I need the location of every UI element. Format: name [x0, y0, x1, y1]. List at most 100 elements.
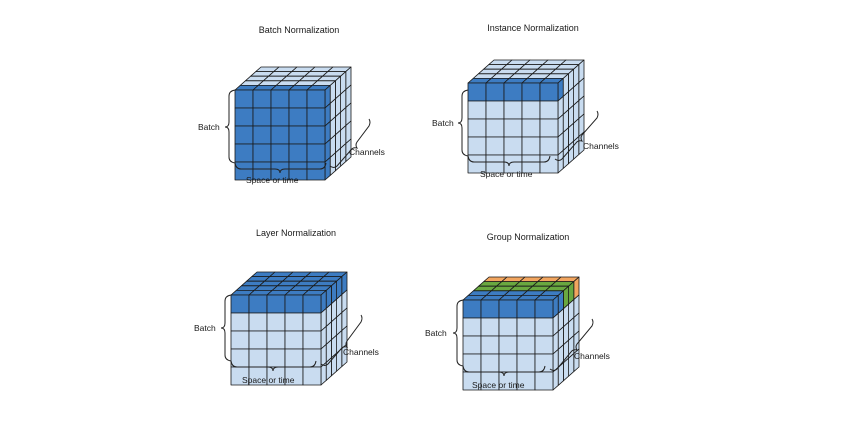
front-face-cell: [539, 118, 559, 138]
front-face-cell: [230, 330, 250, 350]
front-face-cell: [266, 330, 286, 350]
front-face-cell: [306, 161, 326, 181]
front-face-cell: [252, 89, 272, 109]
front-face-cell: [467, 82, 487, 102]
front-face-cell: [516, 299, 536, 319]
front-face-cell: [306, 89, 326, 109]
front-face-cell: [503, 118, 523, 138]
front-face-cell: [284, 330, 304, 350]
front-face-cell: [230, 312, 250, 332]
front-face-cell: [270, 89, 290, 109]
side-face-cell: [573, 136, 580, 160]
side-face-cell: [334, 147, 342, 172]
channels-label: Channels: [349, 147, 385, 157]
front-face-cell: [306, 107, 326, 127]
space-brace: [230, 360, 317, 372]
front-face-cell: [498, 299, 518, 319]
space-label: Space or time: [246, 175, 299, 185]
front-face-cell: [534, 317, 554, 337]
front-face-cell: [521, 136, 541, 156]
front-face-cell: [230, 348, 250, 368]
front-face-cell: [516, 353, 536, 373]
space-brace: [462, 365, 546, 377]
front-face-cell: [539, 154, 559, 174]
front-face-cell: [266, 294, 286, 314]
front-face-cell: [498, 335, 518, 355]
front-face-cell: [480, 317, 500, 337]
front-face-cell: [284, 348, 304, 368]
front-face-cell: [302, 312, 322, 332]
front-face-cell: [521, 118, 541, 138]
batch-label: Batch: [194, 323, 216, 333]
front-face-cell: [516, 317, 536, 337]
front-face-cell: [485, 118, 505, 138]
front-face-cell: [234, 143, 254, 163]
front-face-cell: [485, 100, 505, 120]
front-face-cell: [467, 100, 487, 120]
front-face-cell: [521, 100, 541, 120]
front-face-cell: [252, 107, 272, 127]
front-face-cell: [503, 82, 523, 102]
front-face-cell: [485, 136, 505, 156]
side-face-cell: [336, 348, 343, 372]
front-face-cell: [498, 317, 518, 337]
front-face-cell: [270, 143, 290, 163]
space-label: Space or time: [242, 375, 295, 385]
front-face-cell: [485, 82, 505, 102]
space-label: Space or time: [480, 169, 533, 179]
front-face-cell: [539, 136, 559, 156]
front-face-cell: [230, 294, 250, 314]
side-face-cell: [568, 140, 574, 165]
space-label: Space or time: [472, 380, 525, 390]
space-brace: [467, 155, 551, 167]
front-face-cell: [498, 353, 518, 373]
front-face-cell: [270, 107, 290, 127]
front-face-cell: [462, 353, 482, 373]
group-norm-title: Group Normalization: [487, 232, 570, 242]
side-face-cell: [563, 357, 569, 382]
front-face-cell: [248, 330, 268, 350]
front-face-cell: [521, 82, 541, 102]
front-face-cell: [288, 125, 308, 145]
batch-brace: [220, 294, 232, 362]
channels-brace: [554, 110, 599, 161]
channels-brace: [329, 118, 371, 168]
front-face-cell: [467, 136, 487, 156]
front-face-cell: [306, 143, 326, 163]
front-face-cell: [302, 330, 322, 350]
front-face-cell: [534, 371, 554, 391]
channels-label: Channels: [343, 347, 379, 357]
channels-label: Channels: [574, 351, 610, 361]
side-face-cell: [340, 143, 347, 167]
side-face-cell: [324, 156, 331, 181]
side-face-cell: [329, 152, 336, 176]
front-face-cell: [248, 348, 268, 368]
front-face-cell: [503, 136, 523, 156]
front-face-cell: [306, 125, 326, 145]
front-face-cell: [462, 299, 482, 319]
channels-brace: [320, 314, 363, 366]
front-face-cell: [480, 353, 500, 373]
batch-norm-title: Batch Normalization: [259, 25, 340, 35]
front-face-cell: [539, 100, 559, 120]
front-face-cell: [252, 125, 272, 145]
channels-brace: [549, 318, 594, 371]
front-face-cell: [288, 89, 308, 109]
front-face-cell: [270, 125, 290, 145]
front-face-cell: [234, 107, 254, 127]
front-face-cell: [539, 82, 559, 102]
front-face-cell: [480, 299, 500, 319]
batch-label: Batch: [432, 118, 454, 128]
batch-brace: [452, 299, 464, 367]
batch-brace: [457, 89, 469, 157]
front-face-cell: [288, 143, 308, 163]
front-face-cell: [467, 118, 487, 138]
instance-norm-title: Instance Normalization: [487, 23, 579, 33]
front-face-cell: [248, 294, 268, 314]
batch-brace: [224, 89, 236, 164]
space-brace: [234, 162, 327, 174]
front-face-cell: [516, 335, 536, 355]
front-face-cell: [288, 107, 308, 127]
front-face-cell: [234, 89, 254, 109]
front-face-cell: [266, 312, 286, 332]
